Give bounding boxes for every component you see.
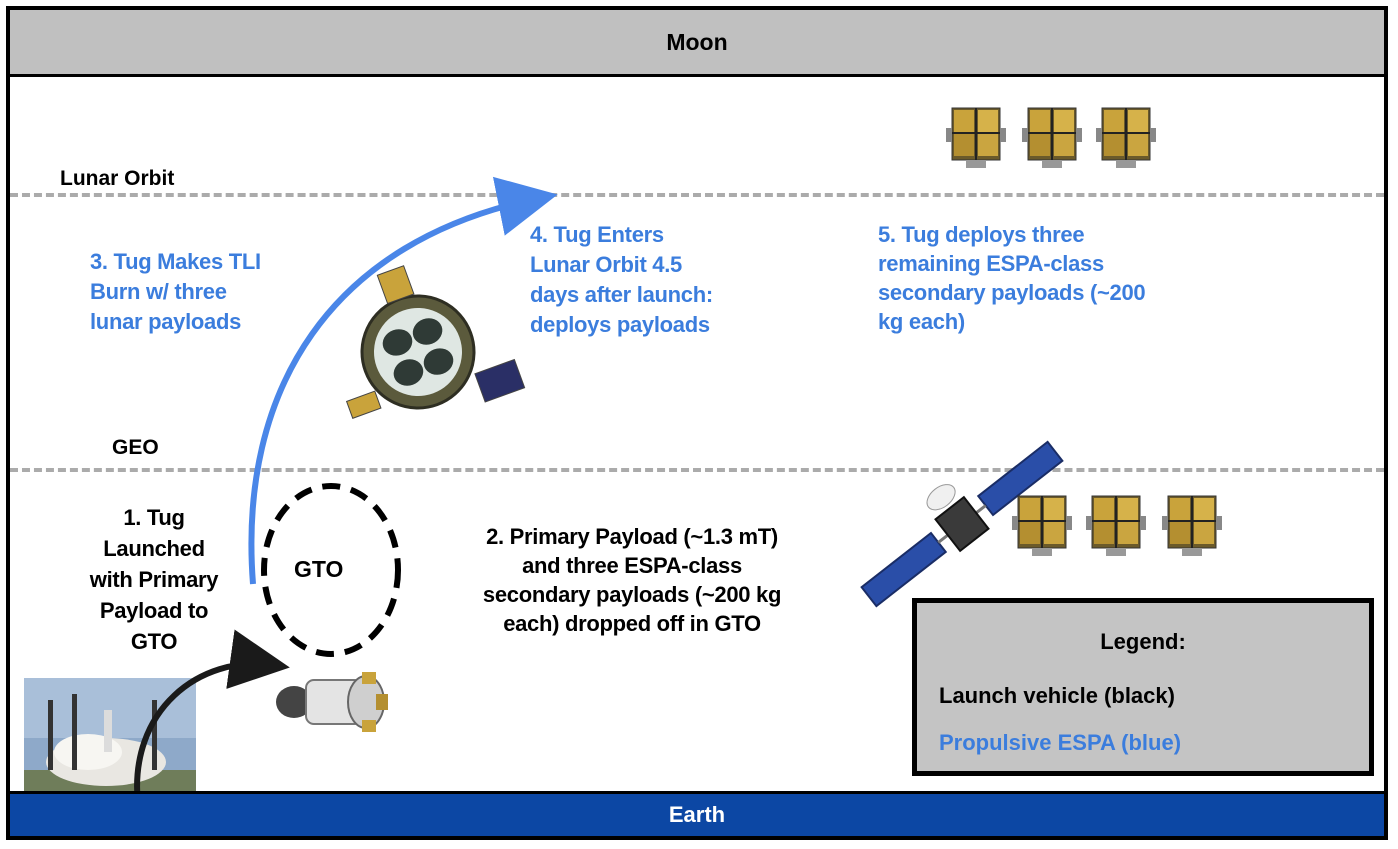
step4-line: days after launch:	[530, 282, 713, 307]
lunar-orbit-line	[10, 193, 1384, 197]
step1-line: Launched	[103, 536, 205, 561]
satellite-icon	[860, 440, 1064, 608]
step4-line: Lunar Orbit 4.5	[530, 252, 682, 277]
moon-band: Moon	[10, 10, 1384, 77]
step3-line: lunar payloads	[90, 309, 242, 334]
legend-title: Legend:	[1100, 629, 1186, 654]
step2-line: 2. Primary Payload (~1.3 mT)	[486, 524, 778, 549]
moon-label: Moon	[666, 28, 728, 55]
diagram-graphics	[24, 107, 1223, 805]
gto-label: GTO	[294, 556, 344, 582]
step2-text: 2. Primary Payload (~1.3 mT) and three E…	[422, 522, 842, 638]
gto-orbit	[261, 483, 401, 657]
earth-label: Earth	[668, 802, 726, 827]
legend-box: Legend: Launch vehicle (black) Propulsiv…	[912, 598, 1374, 776]
step1-line: Payload to	[99, 598, 209, 623]
tli-arrow	[248, 176, 558, 585]
lunar-orbit-label: Lunar Orbit	[60, 167, 175, 190]
step5-line: 5. Tug deploys three	[878, 222, 1085, 247]
step2-line: secondary payloads (~200 kg	[482, 582, 782, 607]
step4-line: deploys payloads	[530, 312, 710, 337]
propulsive-espa-icon	[345, 265, 526, 419]
legend-propulsive-espa: Propulsive ESPA (blue)	[939, 730, 1182, 755]
legend-launch-vehicle: Launch vehicle (black)	[939, 683, 1175, 708]
espa-satellite-icon	[945, 107, 1157, 169]
step1-text: 1. Tug Launched with Primary Payload to …	[54, 502, 254, 657]
step5-line: remaining ESPA-class	[878, 251, 1104, 276]
step5-text: 5. Tug deploys three remaining ESPA-clas…	[878, 220, 1298, 336]
launch-arrow	[134, 629, 290, 805]
earth-band: Earth	[10, 791, 1384, 836]
step1-line: with Primary	[89, 567, 219, 592]
tug-spacecraft-icon	[276, 672, 388, 732]
step1-line: GTO	[130, 629, 178, 654]
step1-line: 1. Tug	[123, 505, 185, 530]
step5-line: secondary payloads (~200	[878, 280, 1146, 305]
diagram-frame: Moon Lunar Orbit GEO	[6, 6, 1388, 840]
step4-text: 4. Tug Enters Lunar Orbit 4.5 days after…	[530, 220, 830, 340]
step2-line: each) dropped off in GTO	[503, 611, 761, 636]
espa-satellite-icon	[1011, 495, 1223, 557]
step3-text: 3. Tug Makes TLI Burn w/ three lunar pay…	[90, 247, 370, 337]
step5-line: kg each)	[878, 309, 965, 334]
geo-label: GEO	[112, 436, 159, 459]
step2-line: and three ESPA-class	[522, 553, 742, 578]
step3-line: 3. Tug Makes TLI	[90, 249, 261, 274]
step3-line: Burn w/ three	[90, 279, 227, 304]
geo-line	[10, 468, 1384, 472]
step4-line: 4. Tug Enters	[530, 222, 664, 247]
